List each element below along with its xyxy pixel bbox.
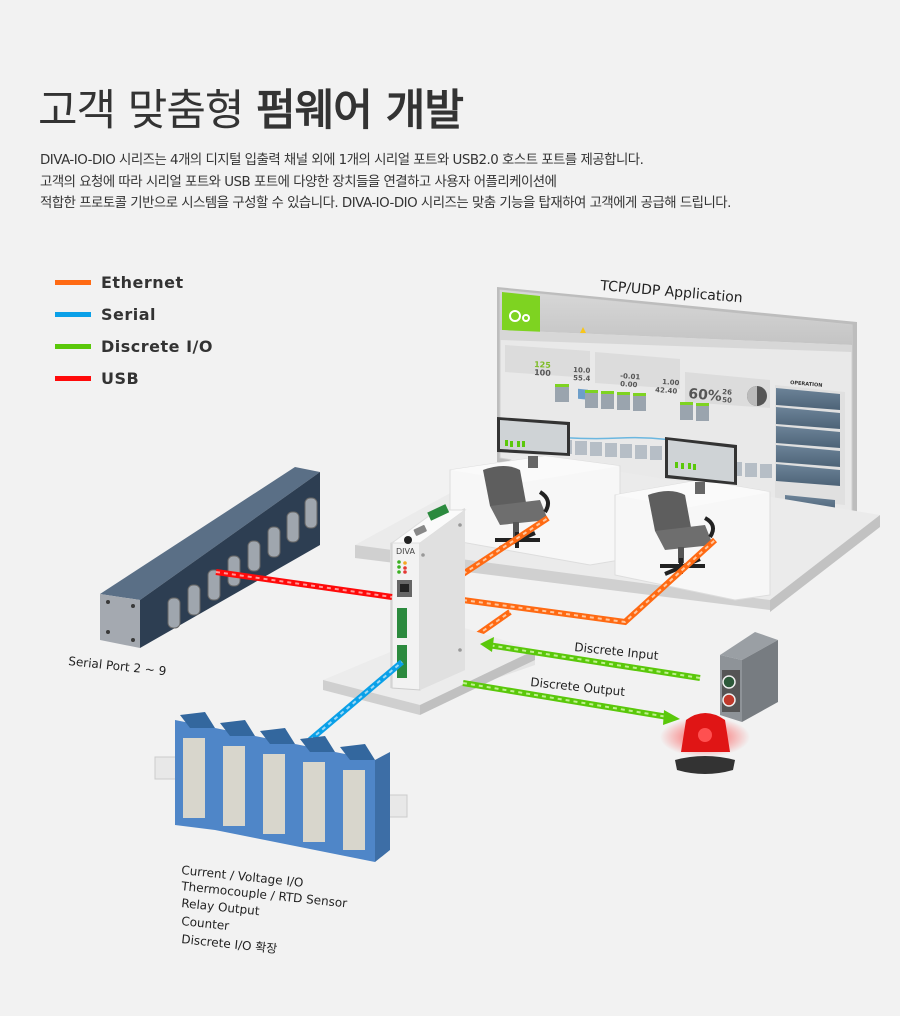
discrete-input-arrow [480, 637, 494, 652]
legend-label: Ethernet [101, 272, 184, 292]
legend-item-ethernet: Ethernet [55, 266, 213, 298]
io-label: Counter [181, 914, 230, 933]
power-button [404, 536, 412, 544]
usb-cable [215, 569, 393, 600]
io-module [175, 712, 215, 830]
legend-label: USB [101, 368, 140, 388]
page-title: 고객 맞춤형 펌웨어 개발 [38, 76, 464, 138]
serial-cable [308, 659, 404, 743]
usb-port [413, 525, 427, 536]
ethernet-cables [461, 515, 718, 643]
io-module [295, 736, 335, 854]
discrete-output-arrow [663, 710, 680, 725]
legend-item-discrete-io: Discrete I/O [55, 330, 213, 362]
io-module [255, 728, 295, 846]
serial-port-hub: Serial Port 2 ~ 9 [68, 467, 320, 678]
speed-value: 125 [534, 360, 552, 370]
io-module [215, 720, 255, 838]
device-label: DIVA [396, 547, 415, 556]
pressure-3: 1.00 [662, 378, 680, 387]
serial-swatch [55, 311, 91, 317]
description-line: DIVA-IO-DIO 시리즈는 4개의 디지털 입출력 채널 외에 1개의 시… [40, 153, 644, 168]
operator-chair [483, 466, 551, 550]
warning-lamp [660, 713, 750, 774]
production-status-tile [502, 292, 540, 333]
legend-item-usb: USB [55, 362, 213, 394]
description-line: 고객의 요청에 따라 시리얼 포트와 USB 포트에 다양한 장치들을 연결하고… [40, 174, 557, 190]
result-percent: 60% [688, 386, 723, 405]
pressure-2: 0.00 [620, 380, 638, 389]
operator-monitor [497, 417, 570, 468]
ethernet-swatch [55, 279, 91, 285]
result-b: 50 [722, 396, 733, 405]
io-label: Discrete I/O 확장 [181, 932, 278, 956]
speed-side-2: 55.4 [573, 374, 591, 383]
discrete-io-terminal [397, 608, 407, 638]
title-regular: 고객 맞춤형 [38, 86, 244, 136]
operator-monitor [665, 437, 737, 494]
result-a: 26 [722, 388, 733, 397]
legend-label: Serial [101, 304, 157, 324]
title-bold: 펌웨어 개발 [256, 86, 464, 136]
push-button-box [720, 632, 778, 722]
discrete-io-swatch [55, 343, 91, 349]
io-module-rack [154, 712, 408, 862]
pressure-1: -0.01 [620, 372, 641, 381]
legend: Ethernet Serial Discrete I/O USB [55, 266, 213, 394]
top-terminal-block [427, 504, 450, 521]
legend-item-serial: Serial [55, 298, 213, 330]
io-module-labels: Current / Voltage I/O Thermocouple / RTD… [180, 863, 348, 956]
legend-label: Discrete I/O [101, 336, 213, 356]
red-button [722, 693, 736, 707]
menu-title: OPERATION [790, 380, 823, 389]
description: DIVA-IO-DIO 시리즈는 4개의 디지털 입출력 채널 외에 1개의 시… [40, 150, 731, 215]
green-button [722, 675, 736, 689]
pressure-4: 42.40 [655, 386, 678, 396]
description-line: 적합한 프로토콜 기반으로 시스템을 구성할 수 있습니다. DIVA-IO-D… [40, 196, 731, 211]
speed-side-1: 10.0 [573, 366, 591, 375]
usb-swatch [55, 375, 91, 381]
discrete-io-cables [462, 637, 701, 725]
serial-port-label: Serial Port 2 ~ 9 [68, 654, 167, 678]
operator-chair [648, 491, 716, 576]
io-module [335, 744, 390, 862]
serial-terminal [397, 645, 407, 678]
speed-value-2: 100 [534, 368, 552, 378]
diva-device: DIVA [390, 504, 467, 691]
